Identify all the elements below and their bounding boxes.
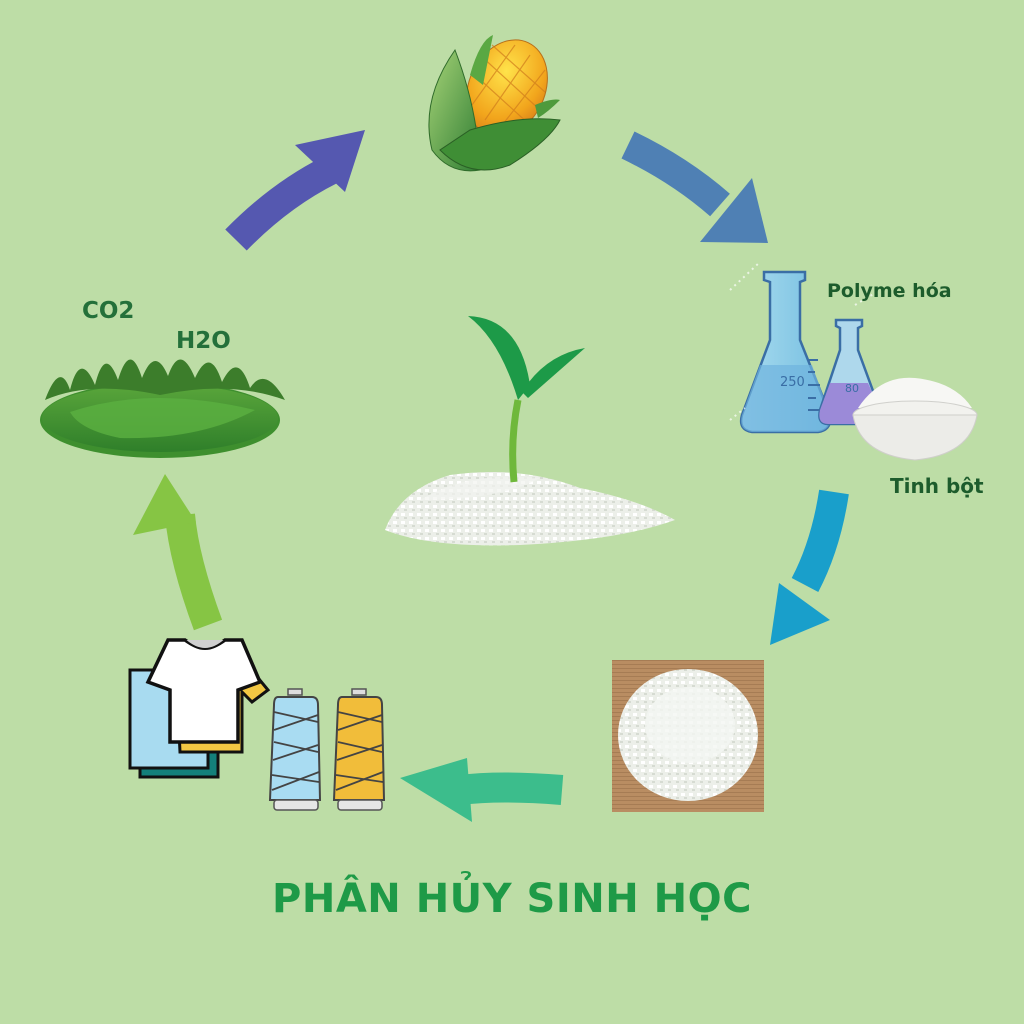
arrow-textiles-to-grass <box>133 474 223 631</box>
arrow-lab-to-pellets <box>770 489 849 645</box>
polymerization-label: Polyme hóa <box>827 280 952 302</box>
clothing-thread-icon <box>128 638 386 811</box>
starch-bowl-icon <box>852 377 978 461</box>
sprout-in-pellets-icon <box>385 316 675 546</box>
arrow-grass-to-corn <box>225 130 365 251</box>
flask-big-marking: 250 <box>780 375 805 390</box>
arrow-corn-to-lab <box>621 131 768 243</box>
co2-label: CO2 <box>82 298 135 324</box>
starch-label: Tinh bột <box>890 474 984 498</box>
arrow-pellets-to-textiles <box>400 758 564 822</box>
plastic-pellets-icon <box>612 660 764 812</box>
diagram-title: PHÂN HỦY SINH HỌC <box>272 876 752 922</box>
h2o-label: H2O <box>176 328 231 354</box>
corn-icon <box>428 35 561 172</box>
flask-small-marking: 80 <box>845 382 859 395</box>
grass-patch-icon <box>40 359 285 458</box>
